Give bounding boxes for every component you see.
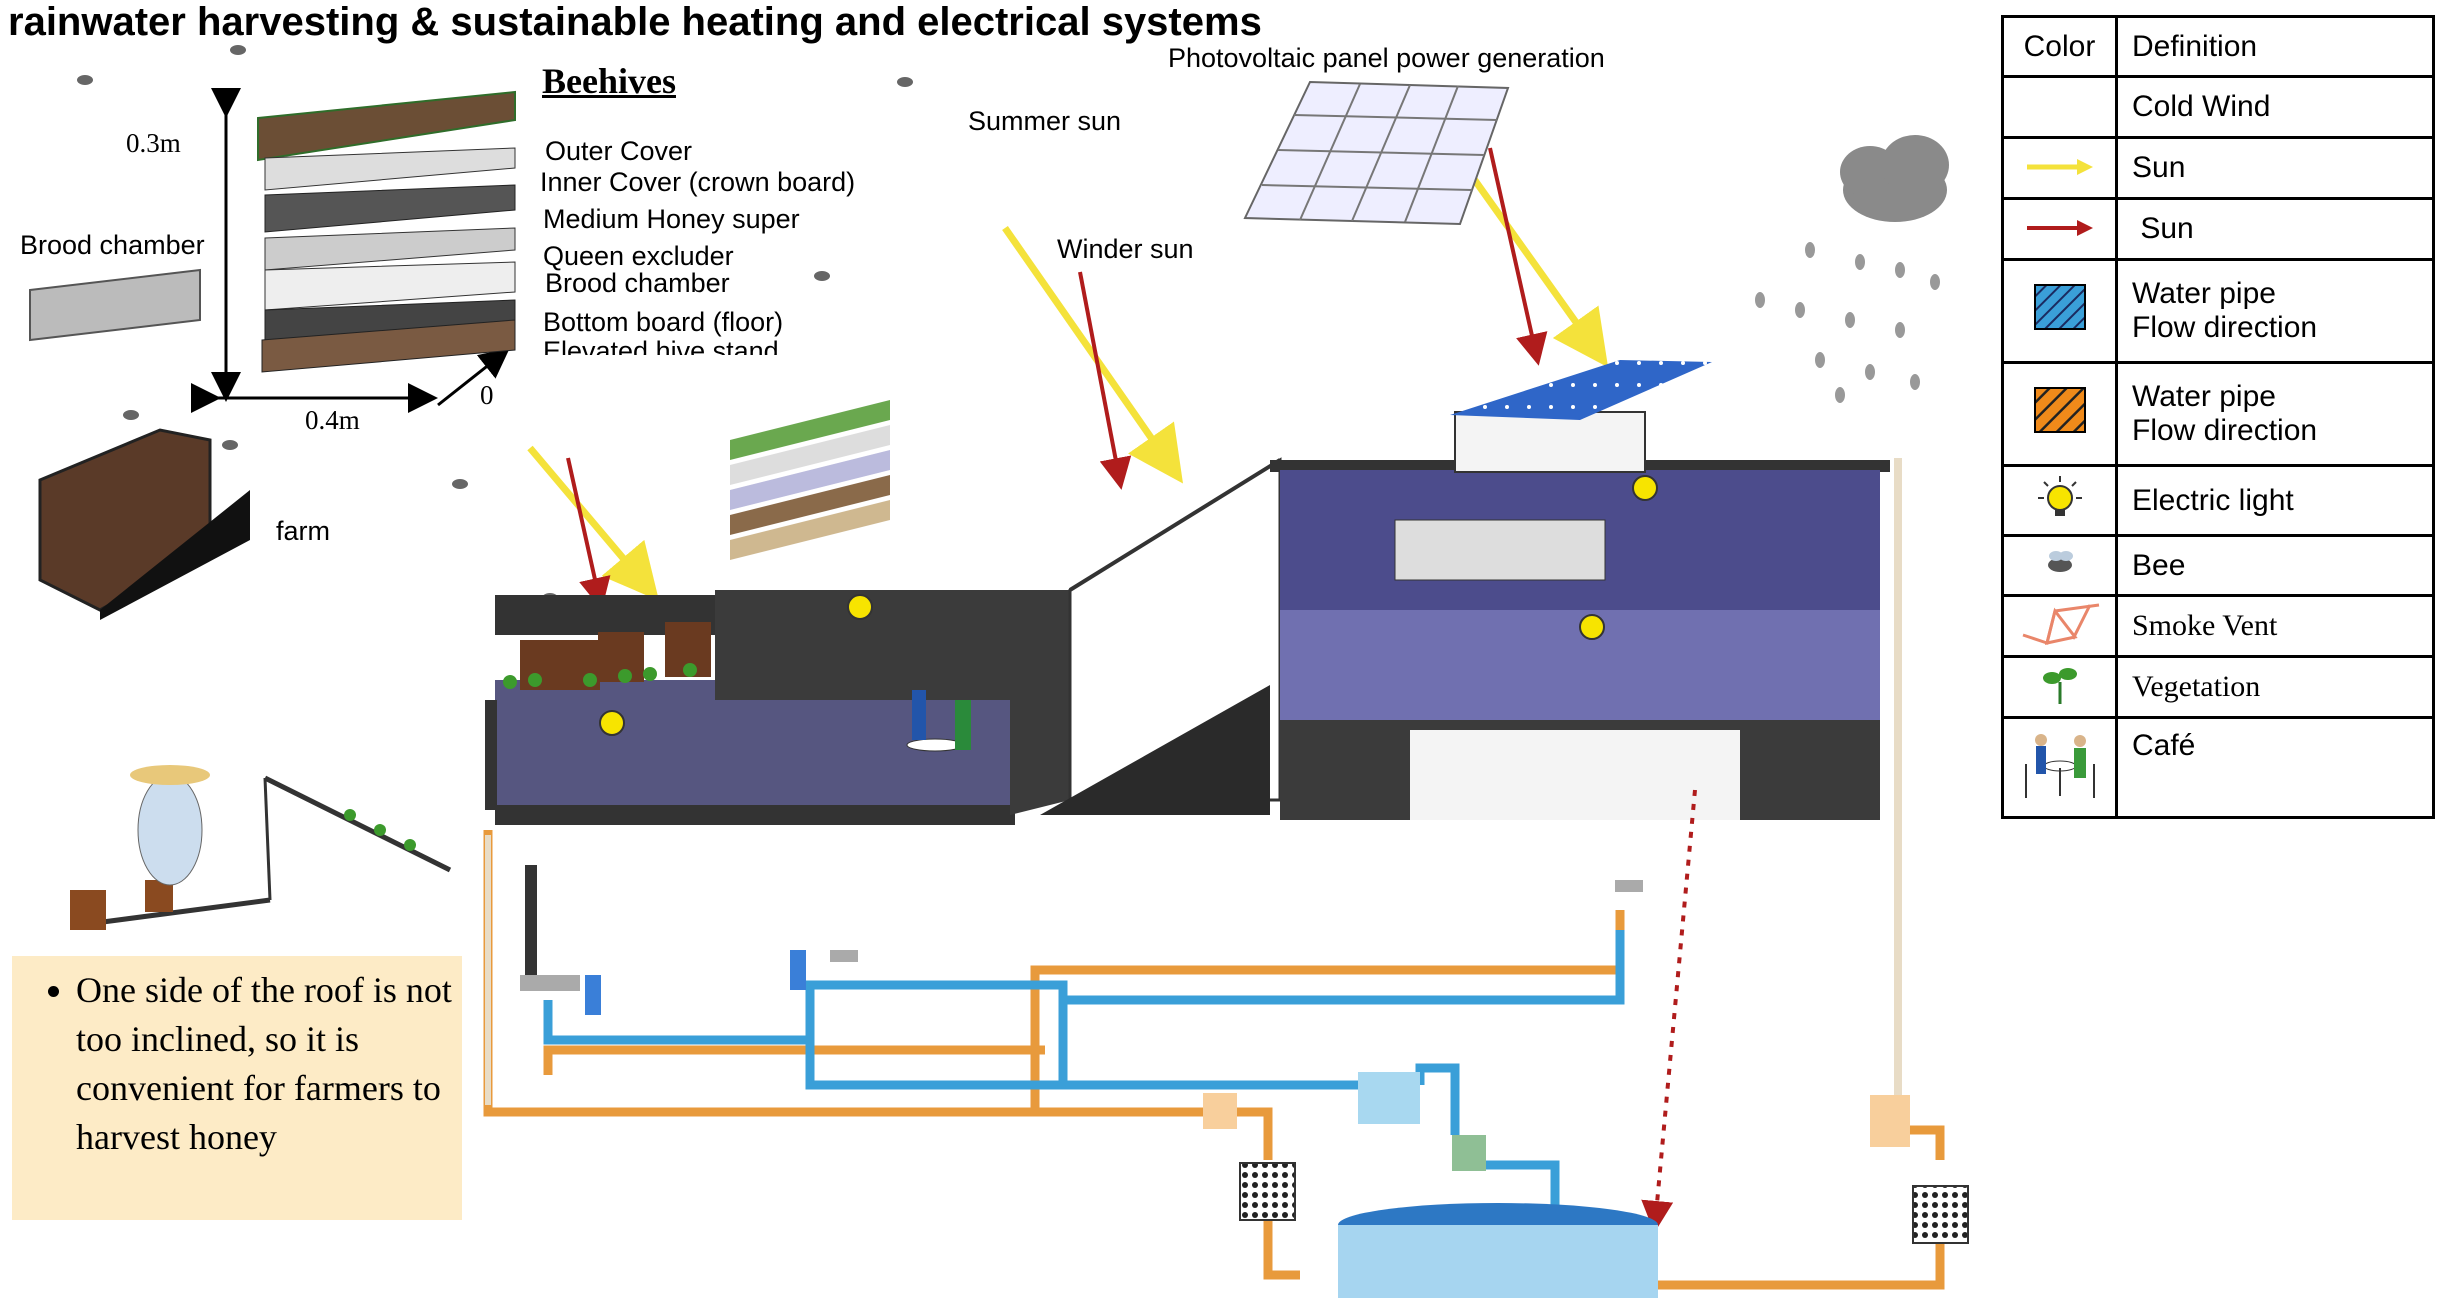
blue-pipe-upper — [1063, 930, 1625, 1005]
right-filter-icon — [1912, 1185, 1969, 1244]
cafe-icon — [2024, 733, 2095, 798]
legend-sun-red-label: Sun — [2115, 197, 2435, 261]
legend-header-definition: Definition — [2115, 15, 2435, 78]
hive-part-label: Outer Cover — [545, 136, 693, 166]
roof-note-list: One side of the roof is not too inclined… — [12, 966, 462, 1162]
legend-blank-icon — [2001, 75, 2118, 139]
orange-pipe-right-return — [1628, 1240, 1945, 1290]
beekeeper-slope-illustration — [70, 765, 452, 930]
green-roof-layer-stack — [730, 400, 890, 560]
summer-sun-arrow-left — [527, 445, 660, 601]
legend-line: Water pipe — [2132, 380, 2276, 413]
hive-part-label: Medium Honey super — [543, 204, 800, 234]
beehive-parts-list: Outer Cover Inner Cover (crown board) Me… — [540, 133, 855, 355]
hive-part-label: Bottom board (floor) — [543, 307, 784, 337]
depth-dimension-label: 0 — [480, 380, 494, 410]
legend-cold-wind-label: Cold Wind — [2115, 75, 2435, 139]
legend-line: Water pipe — [2132, 277, 2276, 310]
roof-note-text: One side of the roof is not too inclined… — [76, 966, 462, 1162]
legend-vegetation-label: Vegetation — [2115, 655, 2435, 719]
blue-pipe-filter — [1415, 1063, 1460, 1135]
orange-pipe-right-drop — [1905, 1125, 1945, 1160]
legend-line: Flow direction — [2132, 414, 2318, 447]
winter-sun-arrow-left — [566, 457, 611, 610]
smoke-vent-icon — [2022, 603, 2099, 645]
winter-sun-arrow — [1078, 271, 1132, 490]
rain-cloud-icon — [1755, 135, 1949, 403]
legend-smoke-vent-label: Smoke Vent — [2115, 594, 2435, 658]
hive-part-label: Elevated hive stand — [543, 336, 779, 355]
roof-solar-panel — [1450, 360, 1712, 420]
legend-line: Flow direction — [2132, 311, 2318, 344]
beehives-heading: Beehives — [542, 61, 676, 101]
blue-junction-box — [1358, 1072, 1420, 1124]
pv-sun-arrow-red — [1488, 147, 1548, 366]
green-valve-box — [1452, 1135, 1486, 1171]
orange-tank-right — [1870, 1095, 1910, 1147]
bee-icon — [2047, 550, 2073, 572]
building-section — [485, 360, 1890, 825]
rainwater-tank — [1338, 1225, 1658, 1298]
blue-pipe-lower — [543, 1000, 1360, 1090]
legend-sun-yellow-label: Sun — [2115, 136, 2435, 200]
left-filter-icon — [1239, 1162, 1296, 1221]
legend-table: Color Definition Cold Wind Sun Sun Water… — [2001, 15, 2435, 819]
light-bulb-icon — [2037, 475, 2082, 516]
page-title: rainwater harvesting & sustainable heati… — [8, 0, 1262, 44]
legend-electric-light-label: Electric light — [2115, 464, 2435, 537]
winder-sun-label: Winder sun — [1057, 234, 1194, 264]
hive-part-label: Inner Cover (crown board) — [540, 167, 856, 197]
farm-hive-box — [38, 428, 250, 620]
hive-part-label: Queen excluder — [543, 241, 734, 271]
pv-label: Photovoltaic panel power generation — [1168, 43, 1605, 73]
brood-chamber-label: Brood chamber — [20, 230, 205, 260]
legend-bee-label: Bee — [2115, 534, 2435, 597]
pv-panel-array — [1243, 80, 1510, 226]
beehive-exploded-diagram — [29, 88, 516, 413]
orange-junction-box — [1203, 1093, 1237, 1129]
orange-pipe-upper — [543, 1045, 1045, 1075]
legend-cafe-label: Café — [2115, 716, 2435, 819]
summer-sun-label: Summer sun — [968, 106, 1122, 136]
width-dimension-label: 0.4m — [305, 405, 360, 435]
cafe-figures — [906, 690, 971, 752]
blue-pipe-swatch-icon — [2033, 284, 2086, 330]
farm-label: farm — [276, 516, 330, 546]
summer-sun-arrow — [1002, 225, 1184, 484]
orange-pipe-to-tank — [1263, 1210, 1300, 1280]
hive-part-label: Brood chamber — [545, 268, 730, 298]
yellow-arrow-icon — [2026, 159, 2093, 175]
water-pipe-network — [483, 458, 1945, 1298]
orange-pipe-swatch-icon — [2033, 387, 2086, 433]
light-bulb-icon-group — [599, 475, 1658, 736]
roof-note-box: One side of the roof is not too inclined… — [12, 956, 462, 1220]
vegetation-icon — [2042, 668, 2077, 704]
blue-pipe-mid — [805, 980, 1068, 1085]
red-arrow-icon — [2026, 220, 2093, 236]
plumbing-components — [520, 865, 1969, 1298]
height-dimension-label: 0.3m — [126, 128, 181, 158]
legend-header-color: Color — [2001, 15, 2118, 78]
heat-flow-dotted-arrow — [1641, 789, 1697, 1233]
